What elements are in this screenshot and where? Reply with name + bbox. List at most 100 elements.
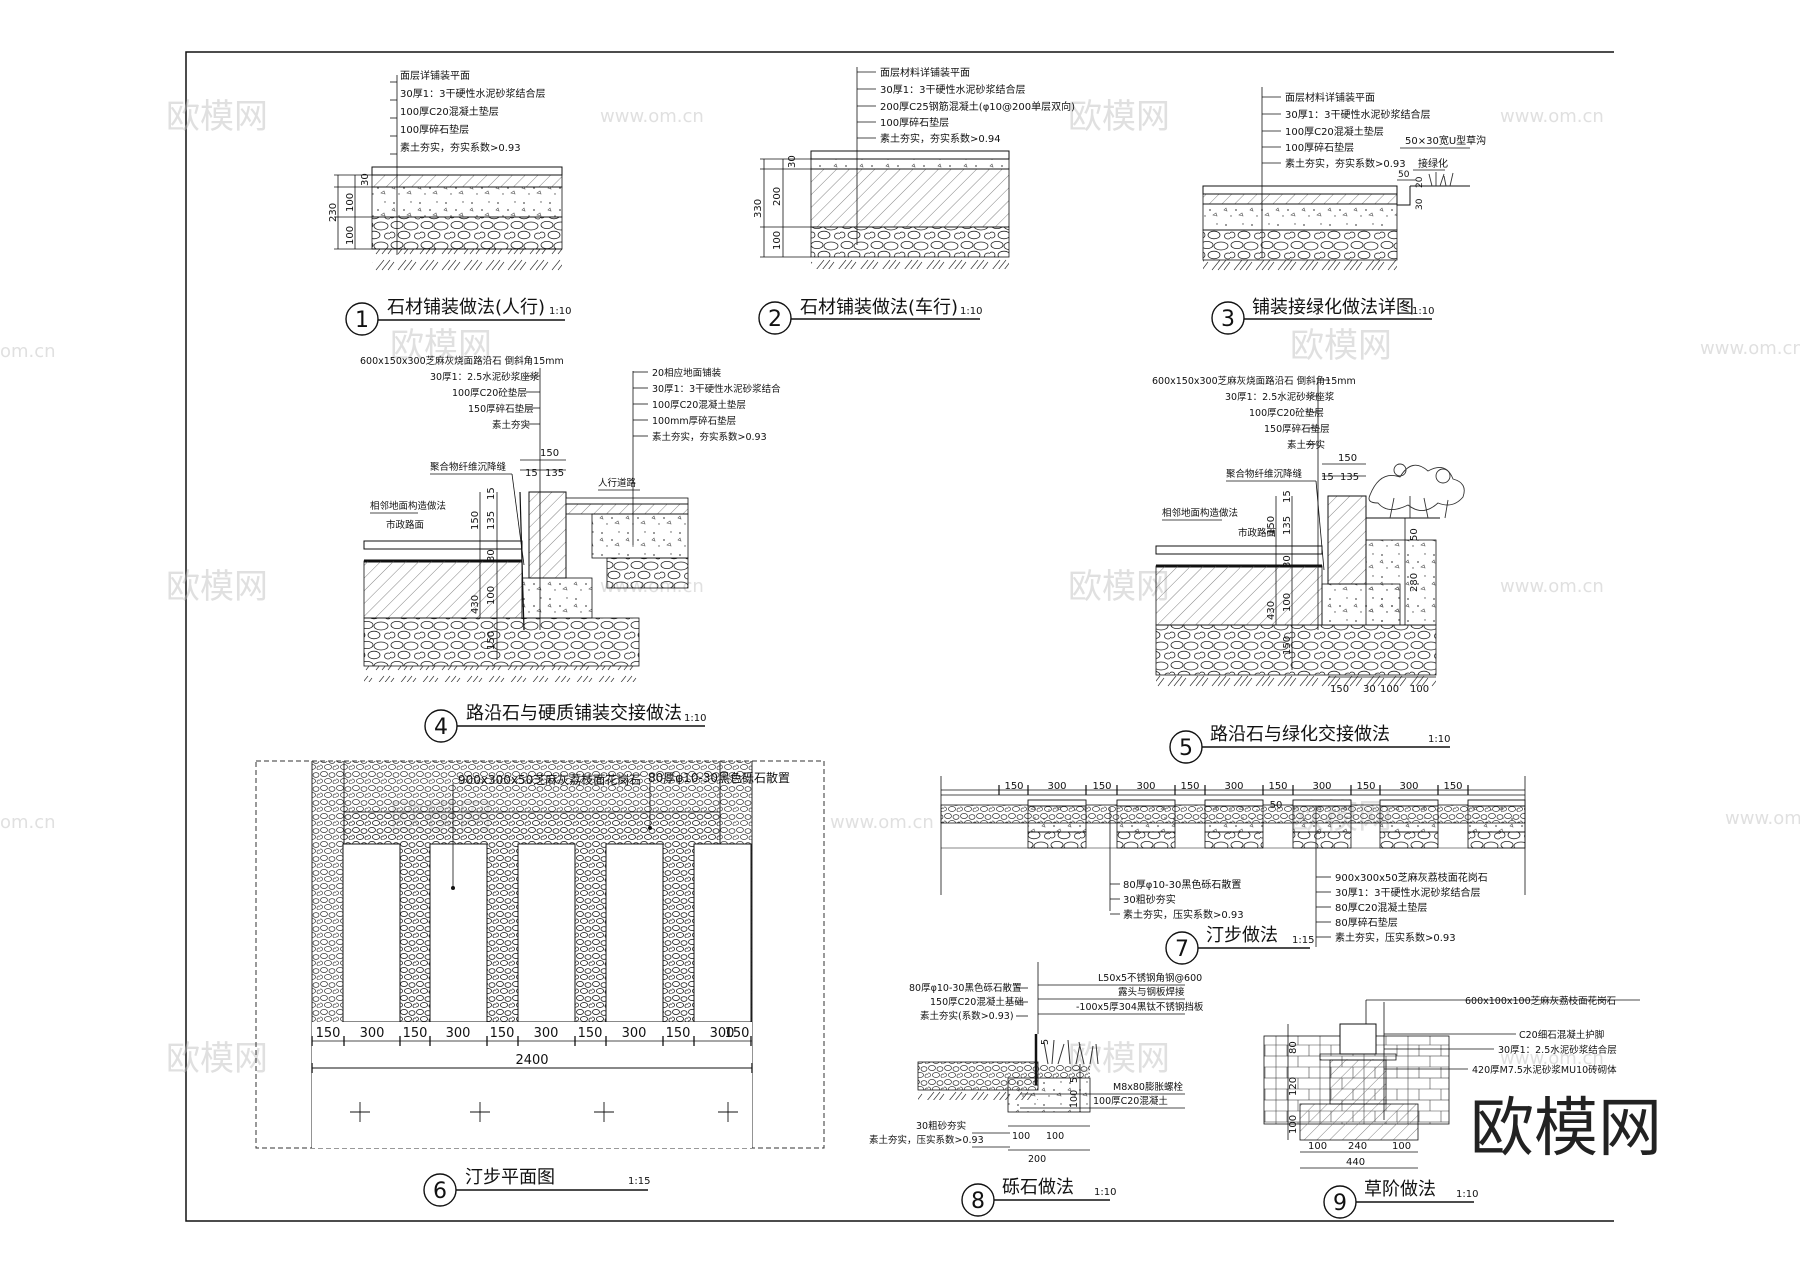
detail-3-paving-to-planting: 面层材料详铺装平面 30厚1：3干硬性水泥砂浆结合层 100厚C20混凝土垫层 …: [1202, 87, 1486, 335]
dimension-text: 150: [666, 1026, 691, 1041]
detail-number: 4: [434, 715, 448, 740]
dimension-text: 300: [534, 1026, 559, 1041]
sheet-frame: [185, 51, 1614, 1222]
layer-label: 素土夯实，压实系数>0.93: [1335, 931, 1456, 944]
watermark-logo: 欧模网: [166, 567, 268, 607]
dimension-text: 300: [622, 1026, 647, 1041]
detail-8-gravel: 80厚φ10-30黑色砾石散置 150厚C20混凝土基础 素土夯实(系数>0.9…: [869, 962, 1204, 1217]
watermark-url: www.om.cn: [1700, 338, 1800, 359]
detail-title: 石材铺装做法(人行): [387, 297, 545, 318]
dimension-text: 300: [1399, 781, 1418, 792]
layer-label: 100厚碎石垫层: [400, 123, 469, 136]
dimension-text: 300: [1047, 781, 1066, 792]
layer-label: -100x5厚304黑钛不锈钢挡板: [1076, 1001, 1204, 1013]
layer-label: 100mm厚碎石垫层: [652, 415, 736, 427]
dimension-total: 440: [1346, 1157, 1365, 1168]
watermark-url: om.cn: [0, 341, 56, 362]
dimension-text: 150: [470, 511, 481, 530]
dimension-text: 100: [772, 231, 783, 250]
layer-label: 80厚C20混凝土垫层: [1335, 901, 1427, 914]
watermark-url: www.om.cn: [1500, 1048, 1604, 1069]
layer-label: 100厚C20混凝土垫层: [652, 399, 746, 411]
layer-label: 900x300x50芝麻灰荔枝面花岗石: [458, 772, 641, 787]
detail-number: 1: [355, 308, 369, 333]
dimension-text: 100: [1282, 593, 1293, 612]
dimension-text: 300: [1224, 781, 1243, 792]
layer-label: 900x300x50芝麻灰荔枝面花岗石: [1335, 871, 1488, 884]
watermark-url: www.om.cn: [830, 812, 934, 833]
dimension-text: 150: [486, 631, 497, 650]
dimension-text: 100: [345, 193, 356, 212]
dimension-text: 150: [1443, 781, 1462, 792]
dimension-text: 30: [787, 155, 798, 168]
layer-label: 面层材料详铺装平面: [1285, 91, 1375, 104]
dimension-text: 240: [1348, 1141, 1367, 1152]
layer-label: 600x100x100芝麻灰荔枝面花岗石: [1465, 995, 1616, 1007]
dimension-text: 15: [486, 487, 497, 500]
dimension-text: 150: [1092, 781, 1111, 792]
callout-label: 聚合物纤维沉降缝: [1226, 468, 1303, 480]
dimension-text: 150: [316, 1026, 341, 1041]
dimension-text: 300: [1312, 781, 1331, 792]
watermark-url: om.cn: [0, 812, 56, 833]
detail-title: 砾石做法: [1002, 1177, 1074, 1198]
dimension-text: 20: [1415, 176, 1425, 188]
watermark-logo: 欧模网: [390, 326, 492, 366]
dimension-total: 2400: [515, 1053, 548, 1068]
dimension-text: 150: [1266, 516, 1277, 535]
layer-label: 20相应地面铺装: [652, 367, 722, 379]
layer-label: 素土夯实，压实系数>0.93: [1123, 908, 1244, 921]
watermark-logo: 欧模网: [166, 97, 268, 137]
dimension-text: 150: [1180, 781, 1199, 792]
detail-number: 9: [1333, 1191, 1347, 1216]
layer-label: 100厚C20混凝土垫层: [400, 105, 499, 118]
layer-label: 30厚1：2.5水泥砂浆座浆: [430, 371, 540, 383]
layer-label: 80厚φ10-30黑色砾石散置: [1123, 878, 1241, 891]
dimension-text: 50: [1409, 528, 1420, 541]
layer-label: 100厚C20砼垫层: [452, 387, 527, 399]
detail-2-stone-paving-vehicle: 面层材料详铺装平面 30厚1：3干硬性水泥砂浆结合层 200厚C25钢筋混凝土(…: [753, 66, 1075, 335]
dimension-text: 300: [1136, 781, 1155, 792]
dimension-text: 150: [578, 1026, 603, 1041]
stone-footings: [1027, 799, 1526, 849]
layer-label: 30厚1：3干硬性水泥砂浆结合层: [880, 83, 1025, 96]
dimension-text: 150: [1004, 781, 1023, 792]
dimension-text: 300: [360, 1026, 385, 1041]
dimension-text: 100: [1308, 1141, 1327, 1152]
dimension-text: 135: [1282, 516, 1293, 535]
layer-label: 面层材料详铺装平面: [880, 66, 970, 79]
dimension-text: 150: [1330, 684, 1349, 695]
detail-number-badge: [1211, 301, 1245, 335]
callout-label: 市政路面: [1238, 527, 1276, 539]
dimension-text: 100: [486, 586, 497, 605]
detail-title: 路沿石与绿化交接做法: [1210, 724, 1390, 745]
detail-number: 3: [1221, 307, 1235, 332]
dimension-text: 100: [1012, 1131, 1030, 1142]
layer-label: 100厚C20砼垫层: [1249, 407, 1324, 419]
dimension-text: 280: [1409, 573, 1420, 592]
dimension-text: 30: [1282, 555, 1293, 568]
dimension-text: 100: [1288, 1115, 1299, 1134]
dimension-text: 100: [1392, 1141, 1411, 1152]
dimension-text: 50: [1270, 800, 1283, 811]
detail-scale: 1:10: [684, 713, 706, 724]
layer-label: L50x5不锈钢角钢@600: [1098, 972, 1202, 984]
detail-scale: 1:10: [960, 306, 982, 317]
layer-label: 素土夯实(系数>0.93): [920, 1010, 1014, 1022]
detail-scale: 1:15: [1292, 935, 1314, 946]
dimension-text: 150: [403, 1026, 428, 1041]
watermark-url: www.om.cn: [1725, 808, 1800, 829]
dimension-text: 50: [1398, 170, 1410, 180]
layer-label: 150厚碎石垫层: [1264, 423, 1330, 435]
layer-label: 30厚1：3干硬性水泥砂浆结合层: [400, 87, 545, 100]
callout-label: 市政路面: [386, 519, 424, 531]
shrub-icon: [1368, 463, 1465, 519]
watermark-logo: 欧模网: [166, 1039, 268, 1079]
layer-label: C20细石混凝土护脚: [1519, 1029, 1604, 1041]
layer-label: 150厚C20混凝土基础: [930, 996, 1024, 1008]
detail-scale: 1:10: [1094, 1187, 1116, 1198]
watermark-logo: 欧模网: [1290, 326, 1392, 366]
detail-number: 5: [1179, 736, 1193, 761]
detail-4-curb-to-hard-paving: 600x150x300芝麻灰烧面路沿石 倒斜角15mm 30厚1：2.5水泥砂浆…: [360, 355, 781, 743]
layer-label: 100厚碎石垫层: [880, 116, 949, 129]
